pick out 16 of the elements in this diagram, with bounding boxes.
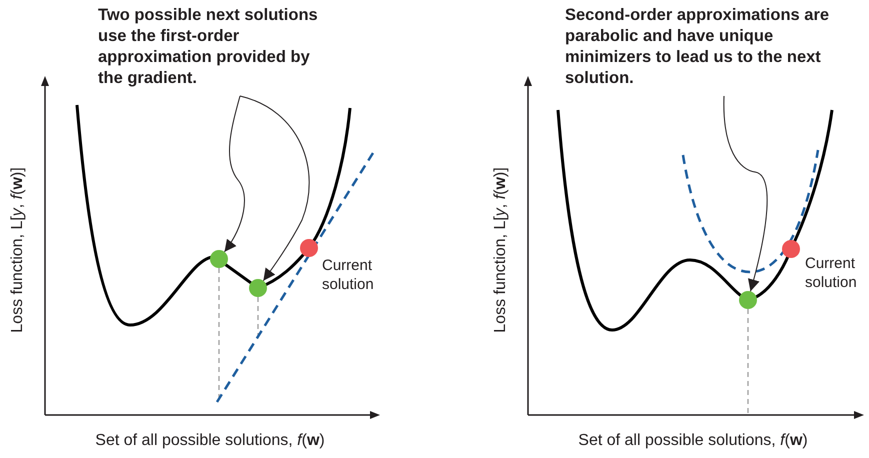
callout-text: Two possible next solutions use the first-order approximation provided by the gradient. bbox=[98, 5, 336, 89]
solution-point bbox=[210, 250, 228, 268]
solution-point bbox=[300, 239, 318, 257]
point-label: Current solution bbox=[805, 254, 858, 292]
solution-point bbox=[739, 291, 757, 309]
axis-label: Loss function, L[y, f(w)] bbox=[492, 167, 510, 333]
solution-point bbox=[782, 240, 800, 258]
axis-label: Loss function, L[y, f(w)] bbox=[9, 167, 27, 333]
axis-label: Set of all possible solutions, f(w) bbox=[578, 432, 808, 450]
axis-label: Set of all possible solutions, f(w) bbox=[95, 432, 325, 450]
point-label: Current solution bbox=[322, 256, 375, 294]
curved-arrow bbox=[723, 96, 768, 292]
curved-arrow bbox=[240, 96, 310, 282]
callout-text: Second-order approximations are parabolic and have unique minimizers to lead us to the next solution. bbox=[565, 5, 833, 89]
solution-point bbox=[249, 279, 267, 297]
curved-arrow bbox=[224, 96, 245, 252]
